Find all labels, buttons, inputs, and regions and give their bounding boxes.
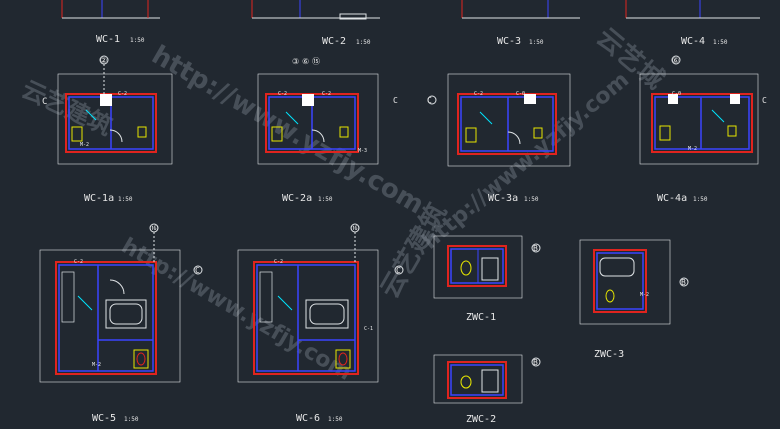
label-wc-6-scale: 1:50 bbox=[328, 416, 343, 423]
label-wc-1a-title: WC-1a bbox=[84, 193, 114, 204]
wc-2a-c2a: C-2 bbox=[278, 91, 287, 97]
top-row-partial bbox=[61, 0, 760, 20]
marker-b-a: B bbox=[533, 244, 538, 253]
label-zwc-1: ZWC-1 bbox=[466, 312, 496, 323]
label-wc-4-title: WC-4 bbox=[681, 36, 705, 47]
label-wc-2a-title: WC-2a bbox=[282, 193, 312, 204]
label-zwc-2-title: ZWC-2 bbox=[466, 414, 496, 425]
marker-c-e: C bbox=[396, 266, 401, 275]
label-wc-3a-title: WC-3a bbox=[488, 193, 518, 204]
wc-1a-m2: M-2 bbox=[80, 142, 89, 148]
wc-6-c2: C-2 bbox=[274, 259, 283, 265]
label-wc-5: WC-5 1:50 bbox=[92, 413, 139, 424]
plan-zwc-2 bbox=[433, 354, 541, 404]
marker-c-d: C bbox=[195, 266, 200, 275]
label-wc-3-title: WC-3 bbox=[497, 36, 521, 47]
label-wc-1a: WC-1a 1:50 bbox=[84, 193, 133, 204]
wc-2a-marker-3: ③ bbox=[292, 57, 299, 66]
label-wc-1a-scale: 1:50 bbox=[118, 196, 133, 203]
label-wc-1: WC-1 1:50 bbox=[96, 34, 145, 45]
label-wc-2a: WC-2a 1:50 bbox=[282, 193, 333, 204]
plan-wc-1a: C-2 M-2 C bbox=[42, 55, 173, 165]
label-wc-6-title: WC-6 bbox=[296, 413, 320, 424]
marker-16-a: ⑯ bbox=[150, 224, 158, 233]
label-wc-4-scale: 1:50 bbox=[713, 39, 728, 46]
wc-6-c1: C-1 bbox=[364, 326, 373, 332]
label-wc-3-scale: 1:50 bbox=[529, 39, 544, 46]
plan-wc-4a: C-0 M-2 bbox=[639, 55, 759, 165]
label-wc-4a-title: WC-4a bbox=[657, 193, 687, 204]
wc-2a-marker-15: ⑮ bbox=[312, 57, 320, 66]
label-wc-3: WC-3 1:50 bbox=[497, 36, 544, 47]
plan-wc-6: C-2 C-1 bbox=[237, 223, 404, 383]
wc-1a-c2: C-2 bbox=[118, 91, 127, 97]
label-wc-4: WC-4 1:50 bbox=[681, 36, 728, 47]
wc-2a-c2b: C-2 bbox=[322, 91, 331, 97]
label-wc-5-scale: 1:50 bbox=[124, 416, 139, 423]
marker-b-b: B bbox=[533, 358, 538, 367]
label-wc-3a-scale: 1:50 bbox=[524, 196, 539, 203]
marker-c-b: C bbox=[427, 96, 432, 105]
plan-wc-2a: ③ ⑥ ⑮ C-2 C-2 M-3 bbox=[257, 57, 379, 165]
label-wc-3a: WC-3a 1:50 bbox=[488, 193, 539, 204]
label-wc-4a-scale: 1:50 bbox=[693, 196, 708, 203]
label-wc-2: WC-2 1:50 bbox=[322, 36, 371, 47]
plan-zwc-1 bbox=[433, 235, 541, 299]
wc-3a-c2: C-2 bbox=[474, 91, 483, 97]
label-wc-2-scale: 1:50 bbox=[356, 39, 371, 46]
marker-c-c: C bbox=[762, 96, 767, 105]
wc-3a-c0: C-0 bbox=[516, 91, 525, 97]
marker-6-a: ⑥ bbox=[672, 56, 679, 65]
wc-2a-m3: M-3 bbox=[358, 148, 367, 154]
label-zwc-3-title: ZWC-3 bbox=[594, 349, 624, 360]
marker-16-b: ⑯ bbox=[351, 224, 359, 233]
marker-b-c: B bbox=[681, 278, 686, 287]
label-wc-6: WC-6 1:50 bbox=[296, 413, 343, 424]
label-wc-4a: WC-4a 1:50 bbox=[657, 193, 708, 204]
plan-wc-5: C-2 M-2 bbox=[39, 223, 203, 383]
label-wc-1-scale: 1:50 bbox=[130, 37, 145, 44]
label-wc-1-title: WC-1 bbox=[96, 34, 120, 45]
wc-4a-c0: C-0 bbox=[672, 91, 681, 97]
wc-1a-marker-c: C bbox=[42, 97, 47, 107]
marker-c-a: C bbox=[393, 96, 398, 105]
wc-4a-m2: M-2 bbox=[688, 146, 697, 152]
grid-markers: ② ⑥ ⑯ ⑯ C C C C C B B B bbox=[100, 56, 767, 367]
label-zwc-1-title: ZWC-1 bbox=[466, 312, 496, 323]
wc-2a-marker-6: ⑥ bbox=[302, 57, 309, 66]
marker-2-a: ② bbox=[100, 56, 107, 65]
label-wc-5-title: WC-5 bbox=[92, 413, 116, 424]
wc-5-c2: C-2 bbox=[74, 259, 83, 265]
zwc-3-m2: M-2 bbox=[640, 292, 649, 298]
label-wc-2a-scale: 1:50 bbox=[318, 196, 333, 203]
plan-wc-3a: C-2 C-0 bbox=[427, 73, 571, 167]
label-wc-2-title: WC-2 bbox=[322, 36, 346, 47]
label-zwc-2: ZWC-2 bbox=[466, 414, 496, 425]
label-zwc-3: ZWC-3 bbox=[594, 349, 624, 360]
plan-zwc-3: M-2 bbox=[579, 239, 689, 325]
wc-5-m2: M-2 bbox=[92, 362, 101, 368]
watermark: http://www.yzfjy.com http://www.yzfjy.co… bbox=[17, 22, 669, 385]
